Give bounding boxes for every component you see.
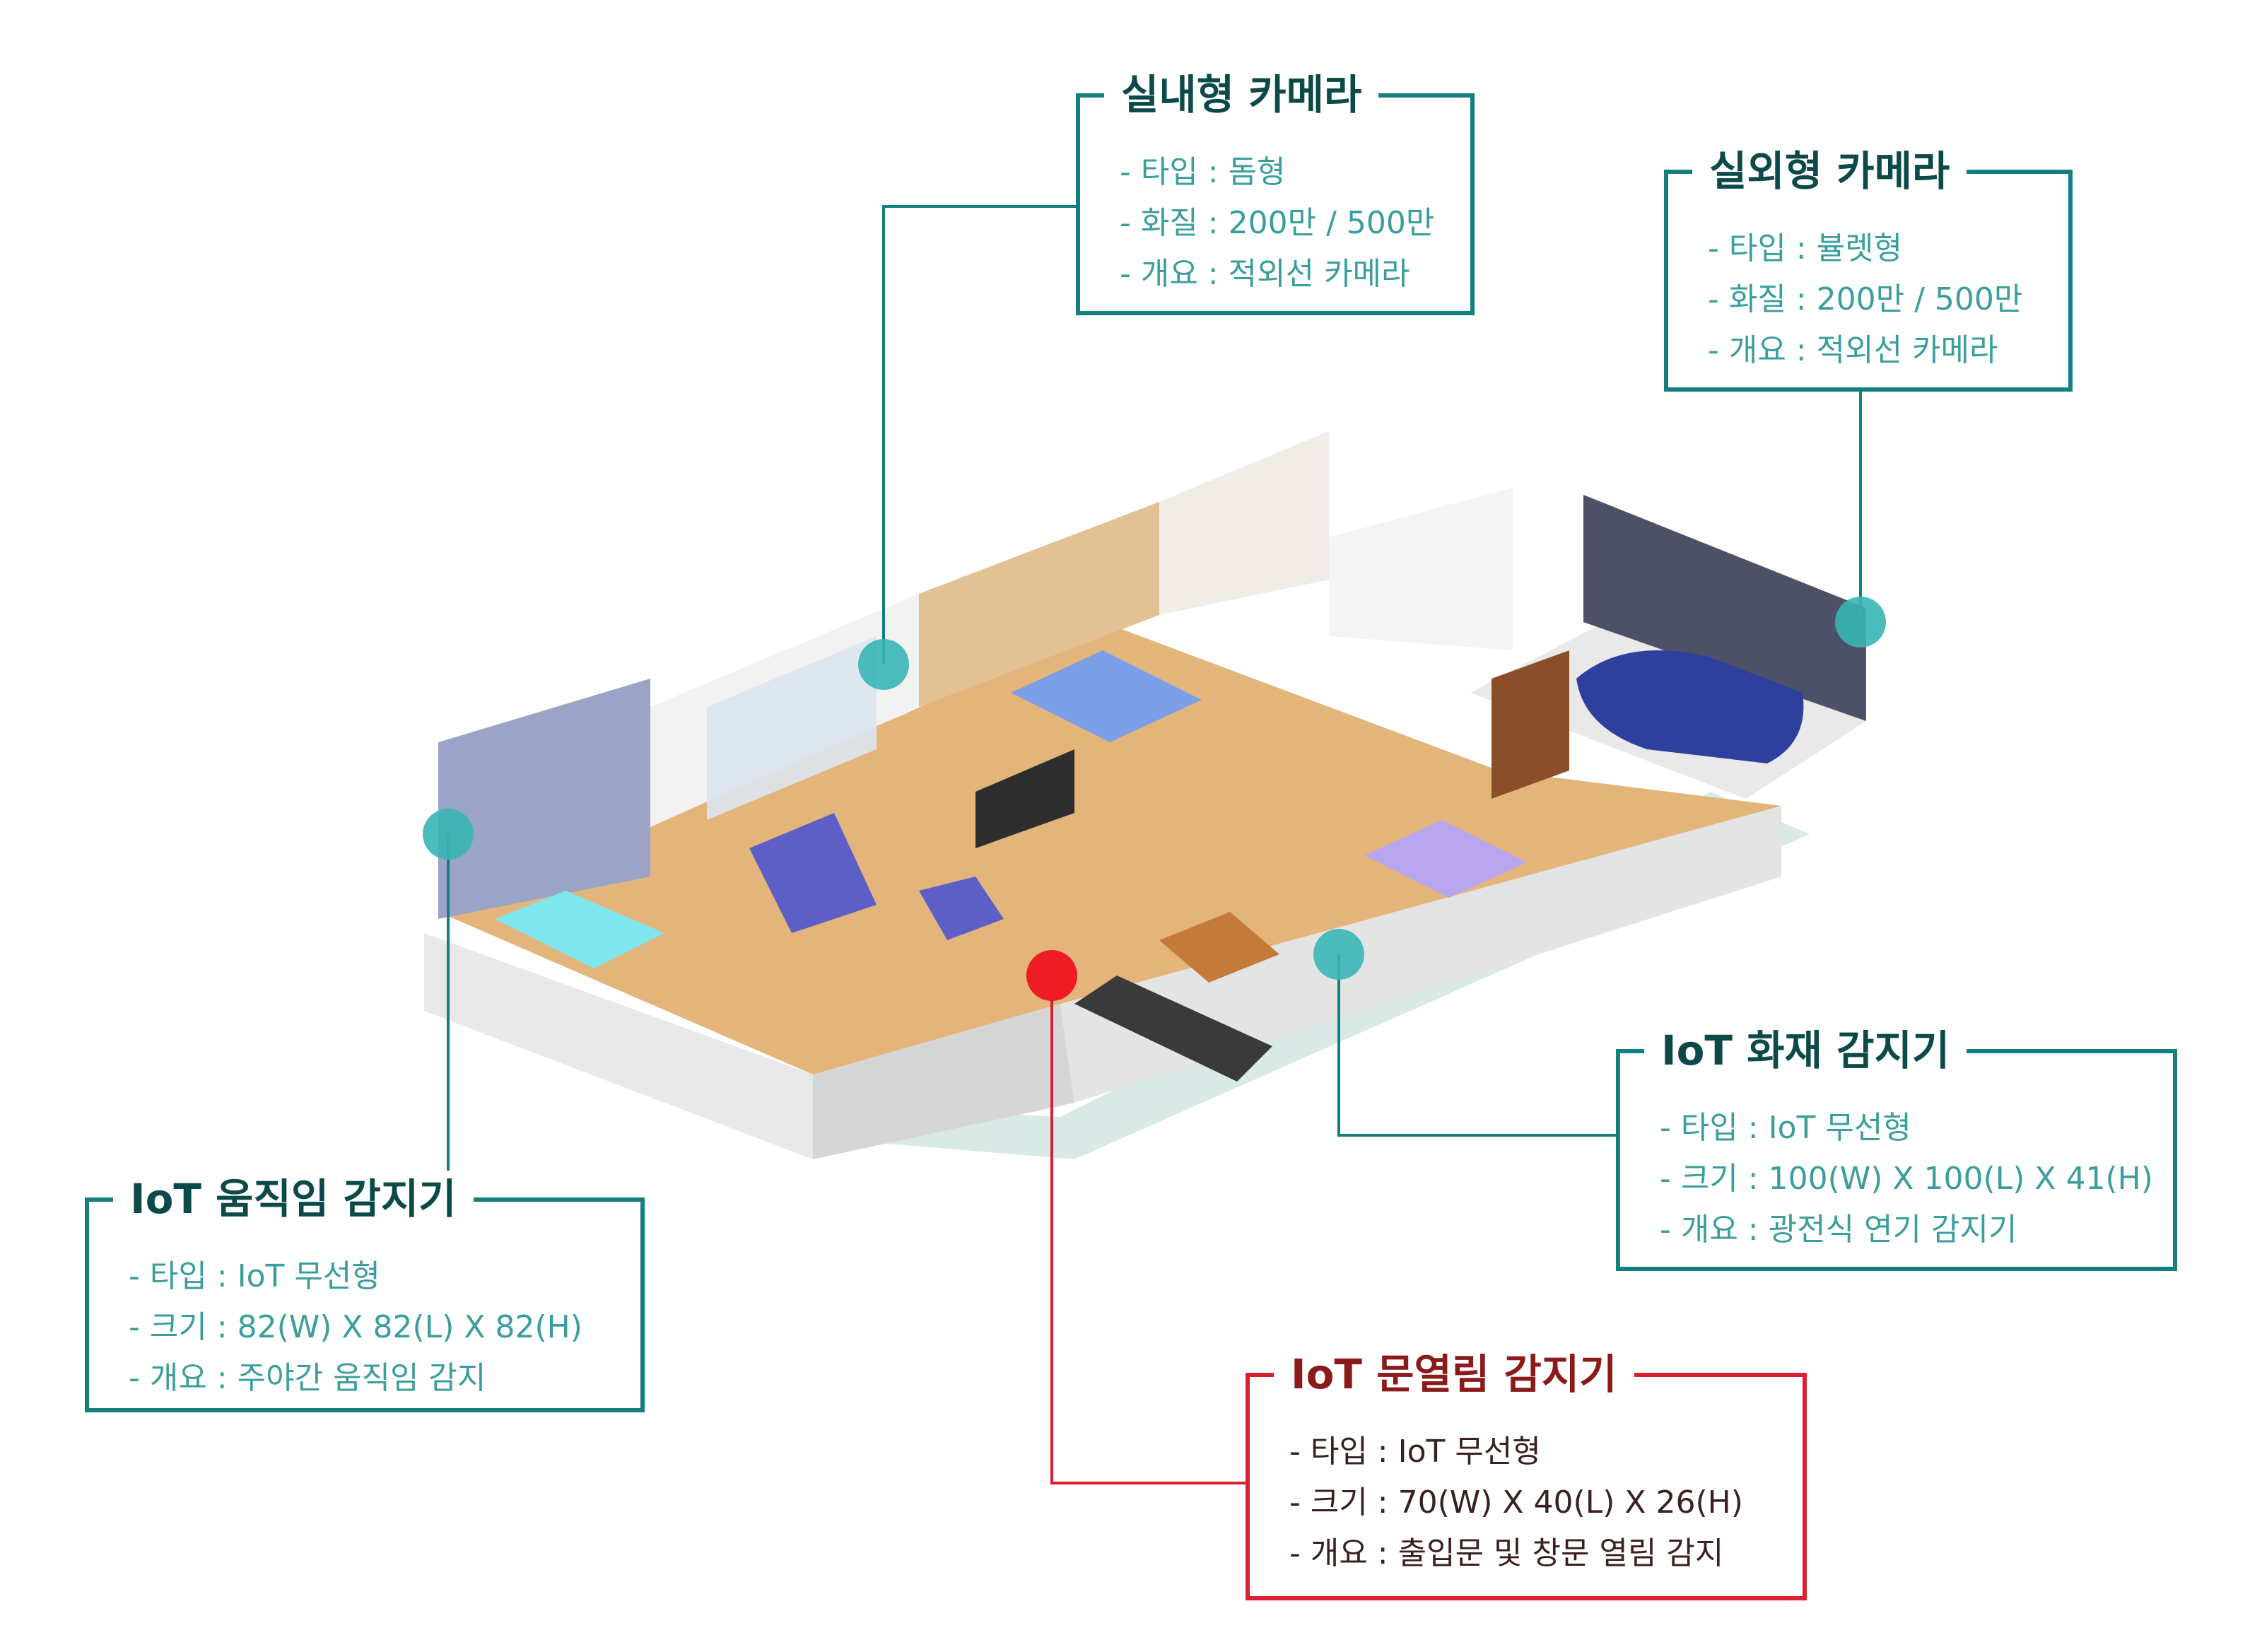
callout-item-type: - 타입 : 뷸렛형	[1708, 230, 1903, 266]
bed-purple	[1364, 820, 1527, 898]
callout-item-size: - 크기 : 70(W) X 40(L) X 26(H)	[1289, 1484, 1743, 1521]
kitchen-counter	[1074, 976, 1272, 1082]
callout-motion-sensor: IoT 움직임 감지기 - 타입 : IoT 무선형 - 크기 : 82(W) …	[85, 1171, 645, 1412]
callout-item-type: - 타입 : IoT 무선형	[129, 1258, 380, 1294]
marker-fire-sensor	[1313, 929, 1364, 980]
callout-item-type: - 타입 : 돔형	[1120, 154, 1286, 190]
callout-item-quality: - 화질 : 200만 / 500만	[1708, 281, 2023, 317]
wall-bathroom	[1329, 488, 1513, 650]
bed-blue	[1011, 650, 1202, 742]
wood-floor	[438, 622, 1781, 1074]
bookshelf	[1492, 650, 1569, 799]
callout-items: - 타입 : IoT 무선형 - 크기 : 70(W) X 40(L) X 26…	[1289, 1427, 1743, 1579]
wall-garage	[1583, 495, 1866, 721]
connector-door-sensor	[1050, 976, 1246, 1484]
callout-item-overview: - 개요 : 적외선 카메라	[1708, 332, 1998, 368]
connector-fire-sensor	[1337, 954, 1616, 1137]
dining-table	[1159, 912, 1279, 983]
callout-item-type: - 타입 : IoT 무선형	[1660, 1110, 1911, 1146]
callout-fire-sensor: IoT 화재 감지기 - 타입 : IoT 무선형 - 크기 : 100(W) …	[1616, 1022, 2177, 1271]
callout-item-overview: - 개요 : 적외선 카메라	[1120, 256, 1410, 292]
wall-closet-room	[1159, 431, 1329, 615]
connector-indoor-camera	[882, 205, 1076, 664]
marker-motion-sensor	[423, 809, 474, 860]
slab-left-side	[424, 933, 813, 1159]
callout-outdoor-camera: 실외형 카메라 - 타입 : 뷸렛형 - 화질 : 200만 / 500만 - …	[1664, 143, 2073, 392]
callout-items: - 타입 : IoT 무선형 - 크기 : 100(W) X 100(L) X …	[1660, 1103, 2153, 1255]
marker-indoor-camera	[858, 639, 909, 690]
callout-items: - 타입 : 돔형 - 화질 : 200만 / 500만 - 개요 : 적외선 …	[1120, 147, 1434, 300]
callout-title: 실외형 카메라	[1692, 143, 1967, 199]
callout-item-size: - 크기 : 82(W) X 82(L) X 82(H)	[129, 1309, 582, 1345]
callout-item-overview: - 개요 : 광전식 연기 감지기	[1660, 1212, 2017, 1248]
sofa	[749, 813, 877, 933]
wall-window	[707, 636, 877, 820]
callout-items: - 타입 : 뷸렛형 - 화질 : 200만 / 500만 - 개요 : 적외선…	[1708, 223, 2022, 376]
wall-bedroom	[919, 502, 1159, 707]
callout-item-type: - 타입 : IoT 무선형	[1289, 1434, 1541, 1470]
marker-door-sensor	[1026, 950, 1077, 1001]
slab-right-side	[1060, 806, 1781, 1103]
callout-item-quality: - 화질 : 200만 / 500만	[1120, 205, 1435, 241]
callout-indoor-camera: 실내형 카메라 - 타입 : 돔형 - 화질 : 200만 / 500만 - 개…	[1076, 66, 1475, 315]
wall-left-room	[438, 679, 650, 919]
slab-front-side	[813, 1004, 1074, 1159]
callout-item-size: - 크기 : 100(W) X 100(L) X 41(H)	[1660, 1161, 2153, 1197]
tv-unit	[975, 749, 1074, 848]
callout-items: - 타입 : IoT 무선형 - 크기 : 82(W) X 82(L) X 82…	[129, 1251, 582, 1404]
callout-item-overview: - 개요 : 출입문 및 창문 열림 감지	[1289, 1535, 1724, 1571]
callout-title: 실내형 카메라	[1104, 66, 1379, 123]
car	[1576, 650, 1804, 763]
bed-cyan	[495, 891, 664, 968]
marker-outdoor-camera	[1835, 597, 1886, 648]
ottoman	[919, 877, 1004, 940]
callout-door-sensor: IoT 문열림 감지기 - 타입 : IoT 무선형 - 크기 : 70(W) …	[1246, 1346, 1807, 1600]
callout-title: IoT 문열림 감지기	[1274, 1346, 1634, 1402]
callout-title: IoT 화재 감지기	[1644, 1022, 1967, 1079]
callout-item-overview: - 개요 : 주야간 움직임 감지	[129, 1360, 486, 1396]
callout-title: IoT 움직임 감지기	[113, 1171, 474, 1227]
